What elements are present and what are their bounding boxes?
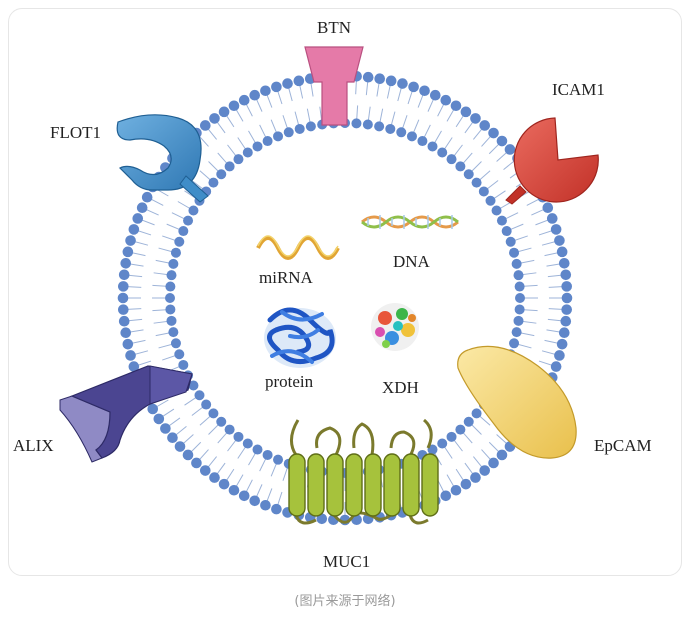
label-dna: DNA bbox=[393, 252, 430, 271]
btn-protein bbox=[304, 46, 364, 126]
inner-lipid-heads bbox=[165, 118, 525, 478]
dna-graphic bbox=[361, 215, 459, 229]
label-icam1: ICAM1 bbox=[552, 80, 605, 99]
label-xdh: XDH bbox=[382, 378, 419, 397]
xdh-graphic bbox=[371, 303, 419, 351]
alix-protein bbox=[59, 365, 193, 463]
muc1-helix bbox=[288, 453, 306, 517]
mirna-graphic bbox=[256, 235, 340, 260]
muc1-helix bbox=[402, 453, 420, 517]
icam1-protein bbox=[505, 117, 599, 205]
label-muc1: MUC1 bbox=[323, 552, 371, 571]
muc1-helix bbox=[364, 453, 382, 517]
label-alix: ALIX bbox=[13, 436, 54, 455]
label-mirna: miRNA bbox=[259, 268, 313, 287]
label-flot1: FLOT1 bbox=[50, 123, 101, 142]
muc1-helix bbox=[345, 453, 363, 517]
muc1-helix bbox=[421, 453, 439, 517]
muc1-protein bbox=[288, 418, 439, 525]
label-epcam: EpCAM bbox=[594, 436, 652, 455]
label-protein: protein bbox=[265, 372, 314, 391]
flot1-protein bbox=[116, 114, 209, 203]
muc1-helices bbox=[288, 453, 439, 517]
label-btn: BTN bbox=[317, 18, 351, 37]
muc1-helix bbox=[307, 453, 325, 517]
protein-graphic bbox=[264, 307, 336, 368]
muc1-helix bbox=[383, 453, 401, 517]
epcam-protein bbox=[457, 345, 577, 459]
muc1-helix bbox=[326, 453, 344, 517]
image-caption: (图片来源于网络) bbox=[294, 594, 396, 609]
outer-lipid-heads bbox=[117, 70, 573, 526]
exosome-diagram bbox=[59, 46, 599, 526]
